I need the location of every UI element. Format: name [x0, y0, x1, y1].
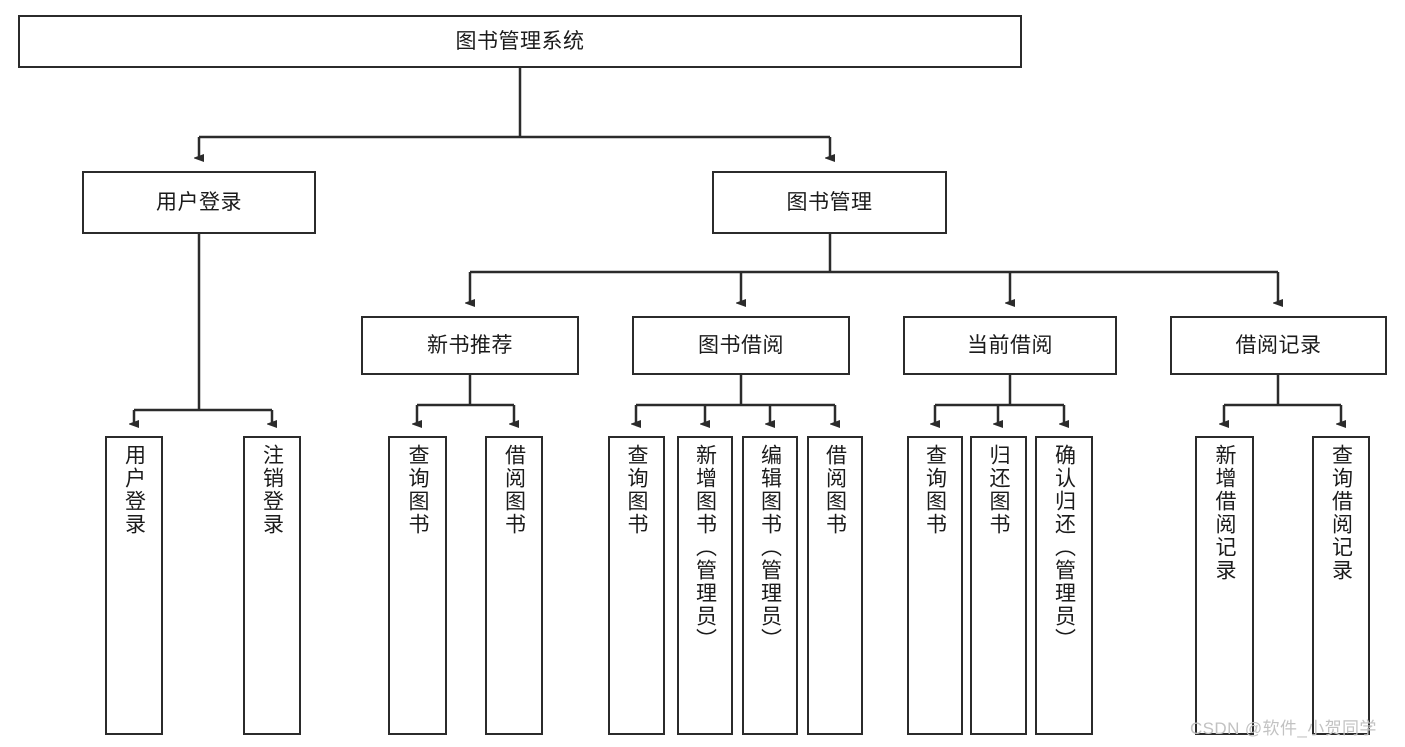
node-book-borrow[interactable]: 图书借阅: [632, 316, 850, 375]
node-leaf-user-logout[interactable]: 注销登录: [243, 436, 301, 735]
node-leaf-query-book-3-label: 查询图书: [923, 444, 947, 536]
node-user-login-label: 用户登录: [156, 190, 242, 214]
node-new-book-recommend-label: 新书推荐: [427, 333, 513, 357]
node-leaf-confirm-return-label: 确认归还（管理员）: [1052, 444, 1076, 651]
node-current-borrow-label: 当前借阅: [967, 333, 1053, 357]
node-leaf-add-book-label: 新增图书（管理员）: [693, 444, 717, 651]
node-leaf-query-book-2-label: 查询图书: [625, 444, 648, 536]
node-book-manage-label: 图书管理: [786, 190, 873, 214]
node-borrow-record-label: 借阅记录: [1235, 333, 1322, 357]
node-leaf-query-book-2[interactable]: 查询图书: [608, 436, 665, 735]
node-leaf-query-record[interactable]: 查询借阅记录: [1312, 436, 1370, 735]
node-leaf-user-login[interactable]: 用户登录: [105, 436, 163, 735]
node-book-borrow-label: 图书借阅: [698, 333, 784, 357]
node-leaf-user-login-label: 用户登录: [122, 444, 146, 536]
node-leaf-borrow-book-1-label: 借阅图书: [502, 444, 526, 536]
node-leaf-borrow-book-2-label: 借阅图书: [823, 444, 847, 536]
node-user-login[interactable]: 用户登录: [82, 171, 316, 234]
node-leaf-return-book-label: 归还图书: [987, 444, 1010, 536]
node-leaf-confirm-return[interactable]: 确认归还（管理员）: [1035, 436, 1093, 735]
node-leaf-edit-book-label: 编辑图书（管理员）: [758, 444, 782, 651]
node-leaf-borrow-book-2[interactable]: 借阅图书: [807, 436, 863, 735]
node-leaf-query-record-label: 查询借阅记录: [1329, 444, 1353, 582]
node-new-book-recommend[interactable]: 新书推荐: [361, 316, 579, 375]
node-leaf-borrow-book-1[interactable]: 借阅图书: [485, 436, 543, 735]
node-leaf-edit-book[interactable]: 编辑图书（管理员）: [742, 436, 798, 735]
node-leaf-return-book[interactable]: 归还图书: [970, 436, 1027, 735]
node-current-borrow[interactable]: 当前借阅: [903, 316, 1117, 375]
node-leaf-user-logout-label: 注销登录: [260, 444, 284, 536]
csdn-watermark: CSDN @软件_小贺同学: [1190, 719, 1377, 738]
node-leaf-add-record[interactable]: 新增借阅记录: [1195, 436, 1254, 735]
node-root-label: 图书管理系统: [455, 29, 585, 53]
node-borrow-record[interactable]: 借阅记录: [1170, 316, 1387, 375]
node-leaf-query-book-3[interactable]: 查询图书: [907, 436, 963, 735]
node-leaf-query-book-1[interactable]: 查询图书: [388, 436, 447, 735]
node-leaf-query-book-1-label: 查询图书: [406, 444, 429, 536]
node-root[interactable]: 图书管理系统: [18, 15, 1022, 68]
node-leaf-add-record-label: 新增借阅记录: [1213, 444, 1236, 582]
node-leaf-add-book[interactable]: 新增图书（管理员）: [677, 436, 733, 735]
node-book-manage[interactable]: 图书管理: [712, 171, 947, 234]
